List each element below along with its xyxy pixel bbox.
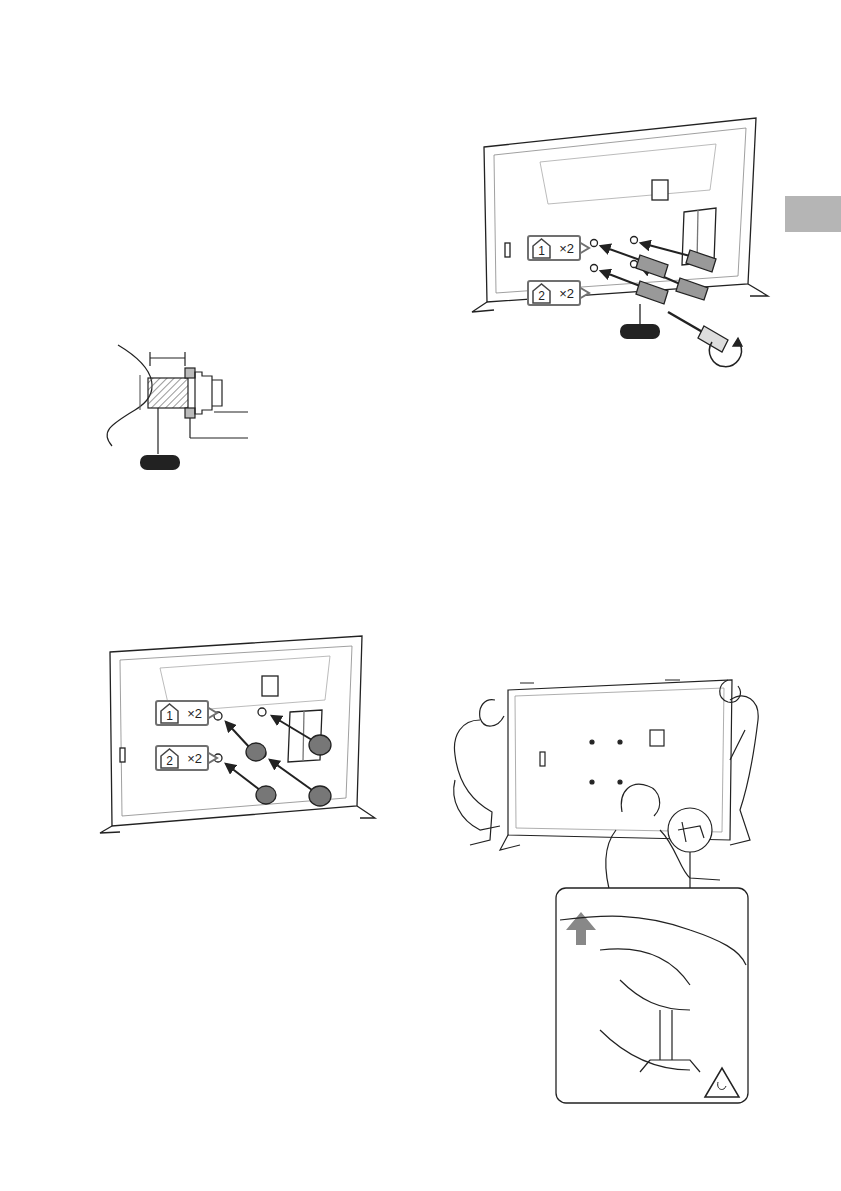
section-tab [785,196,841,232]
tv-back-screws [100,636,375,833]
part-number: 1 [160,710,179,722]
part-callout: ×2 1 [155,700,209,726]
part-icon: 2 [532,283,551,304]
quantity-label: ×2 [187,706,202,721]
screw-detail [107,345,248,470]
part-number: 2 [532,290,551,302]
part-icon: 1 [532,238,551,259]
quantity-label: ×2 [559,241,574,256]
part-icon: 1 [160,703,179,724]
part-callout: ×2 2 [527,280,581,306]
tv-back-spacers [472,118,768,367]
lifting-scene [454,680,758,1103]
quantity-label: ×2 [559,286,574,301]
part-icon: 2 [160,748,179,769]
part-callout: ×2 1 [527,235,581,261]
part-number: 2 [160,755,179,767]
part-number: 1 [532,245,551,257]
part-callout: ×2 2 [155,745,209,771]
quantity-label: ×2 [187,751,202,766]
